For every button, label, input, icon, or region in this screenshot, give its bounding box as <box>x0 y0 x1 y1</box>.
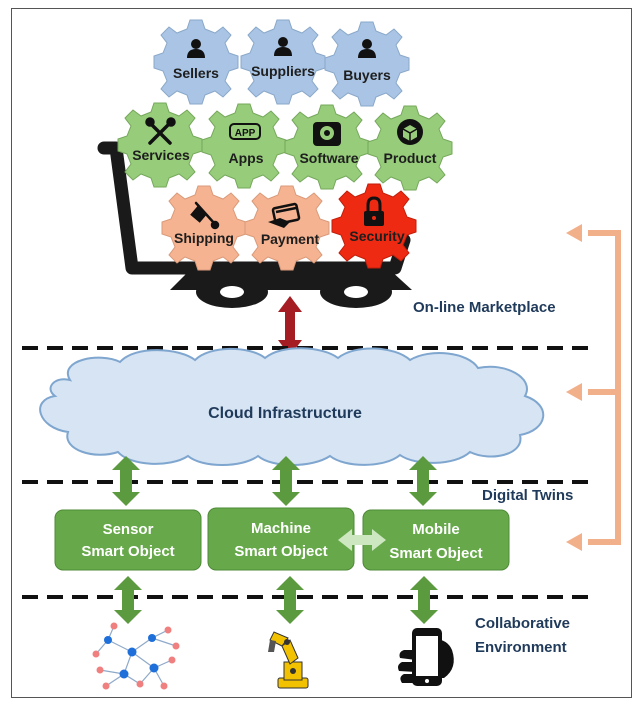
app-icon: APP <box>229 123 261 140</box>
machine-box-line1: Machine <box>251 520 311 537</box>
sensor-network-icon <box>92 622 180 690</box>
cloud-smart-object-arrows <box>112 456 437 506</box>
software-box-icon <box>313 122 341 146</box>
gear-sellers-label: Sellers <box>173 65 219 81</box>
gear-software-label: Software <box>299 150 358 166</box>
payment-card-icon <box>268 202 301 228</box>
gear-payment-label: Payment <box>261 231 320 247</box>
marketplace-cloud-arrow <box>278 296 302 356</box>
gear-product-label: Product <box>384 150 437 166</box>
gear-sellers: Sellers <box>153 19 239 105</box>
gear-suppliers-label: Suppliers <box>251 63 315 79</box>
mobile-box-line2: Smart Object <box>389 545 482 562</box>
gear-shipping: Shipping <box>161 185 247 271</box>
gear-payment: Payment <box>244 185 330 271</box>
gear-software: Software <box>284 104 370 190</box>
gear-product: Product <box>367 105 453 191</box>
gear-suppliers: Suppliers <box>240 19 326 105</box>
mobile-box-line1: Mobile <box>412 521 460 538</box>
layers-bracket <box>566 224 621 551</box>
gear-buyers-label: Buyers <box>343 67 391 83</box>
sensor-smart-object: Sensor Smart Object <box>54 509 202 571</box>
figure-frame <box>11 8 632 698</box>
layer-label-digital-twins: Digital Twins <box>482 487 573 504</box>
gear-security: Security <box>331 183 417 269</box>
tools-icon <box>145 117 176 145</box>
machine-box-line2: Smart Object <box>234 543 327 560</box>
gear-services-label: Services <box>132 147 190 163</box>
mobile-smart-object: Mobile Smart Object <box>362 509 510 571</box>
robot-arm-icon <box>268 631 309 689</box>
smart-object-environment-arrows <box>114 576 438 624</box>
sensor-box-line1: Sensor <box>103 521 154 538</box>
gear-security-label: Security <box>349 228 404 244</box>
cloud-label: Cloud Infrastructure <box>208 405 362 422</box>
hand-smartphone-icon <box>398 628 454 686</box>
machine-smart-object: Machine Smart Object <box>207 507 355 571</box>
layer-label-environment: Environment <box>475 639 567 656</box>
gear-services: Services <box>117 102 203 188</box>
gear-shipping-label: Shipping <box>174 230 234 246</box>
cloud-infrastructure: Cloud Infrastructure <box>39 347 545 466</box>
layer-label-collaborative: Collaborative <box>475 615 570 632</box>
gear-apps-label: Apps <box>229 150 264 166</box>
sensor-box-line2: Smart Object <box>81 543 174 560</box>
layer-label-marketplace: On-line Marketplace <box>413 299 556 316</box>
gear-buyers: Buyers <box>324 21 410 107</box>
svg-text:APP: APP <box>235 128 256 139</box>
product-box-icon <box>397 119 423 145</box>
machine-mobile-arrow <box>338 529 386 551</box>
lock-icon <box>364 196 384 226</box>
gear-apps: APP Apps <box>201 103 287 189</box>
hand-truck-icon <box>190 201 220 230</box>
